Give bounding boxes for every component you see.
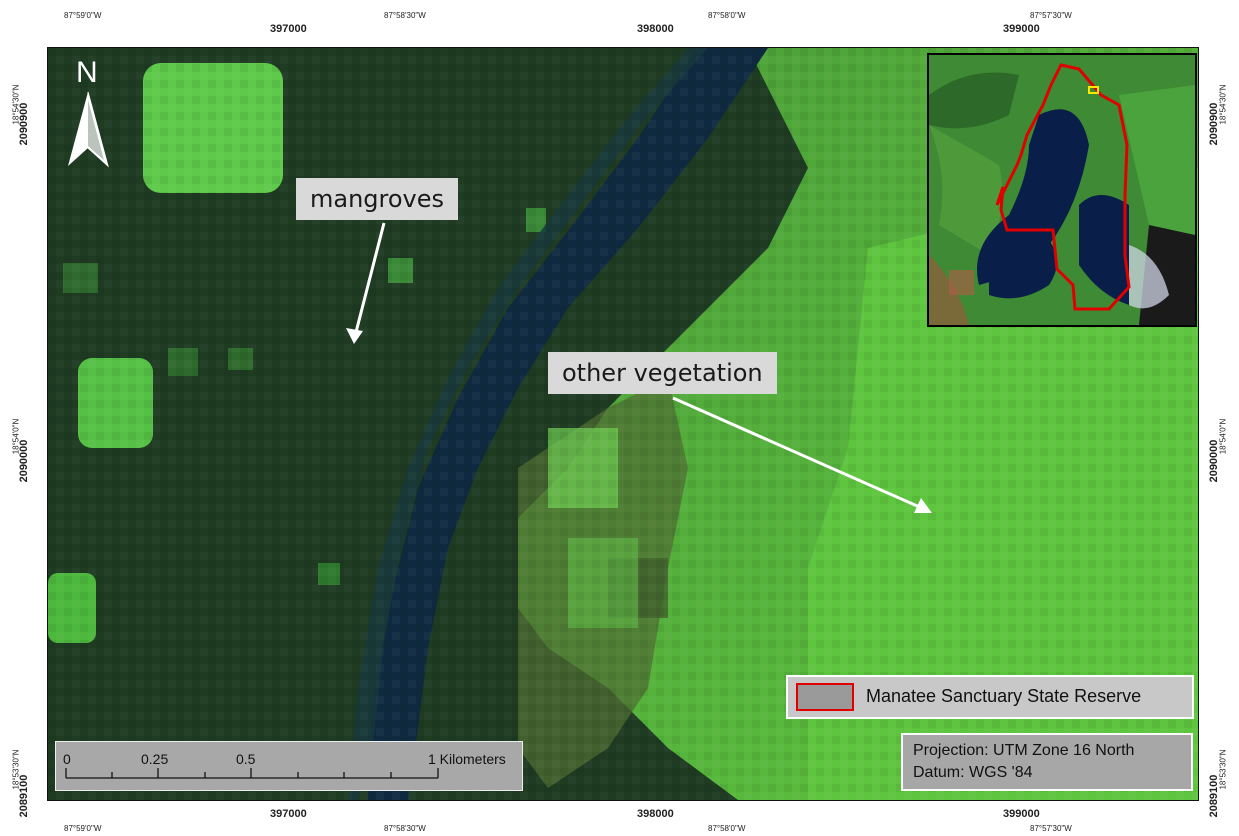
projection-line: Projection: UTM Zone 16 North: [913, 742, 1135, 759]
reserve-legend-swatch: [796, 683, 854, 711]
utm-east-bottom-3: 399000: [1003, 808, 1040, 820]
geo-lon-top-4: 87°57'30"W: [1030, 11, 1072, 20]
geo-lon-bottom-2: 87°58'30"W: [384, 824, 426, 833]
datum-line: Datum: WGS '84: [913, 764, 1033, 781]
utm-north-right-1: 2090900: [1208, 102, 1220, 146]
reserve-legend-label: Manatee Sanctuary State Reserve: [866, 686, 1142, 706]
scale-label-0: 0: [63, 751, 71, 767]
callout-arrows: [346, 222, 932, 513]
scale-label-025: 0.25: [141, 751, 169, 767]
inset-locator-map[interactable]: [927, 53, 1197, 327]
utm-north-right-2: 2090000: [1208, 439, 1220, 483]
utm-north-left-3: 2089100: [18, 774, 30, 818]
utm-north-left-2: 2090000: [18, 439, 30, 483]
north-arrow-label: N: [76, 56, 98, 89]
map-legend: Manatee Sanctuary State Reserve: [786, 675, 1194, 719]
utm-east-bottom-2: 398000: [637, 808, 674, 820]
geo-lon-top-1: 87°59'0"W: [64, 11, 102, 20]
north-arrow-icon: [68, 91, 109, 168]
projection-info: Projection: UTM Zone 16 North Datum: WGS…: [901, 733, 1193, 791]
geo-lon-bottom-3: 87°58'0"W: [708, 824, 746, 833]
utm-east-top-2: 398000: [637, 23, 674, 35]
scale-bar: 0 0.25 0.5 1 Kilometers: [55, 741, 523, 791]
scale-label-05: 0.5: [236, 751, 256, 767]
satellite-image: [48, 48, 1198, 800]
utm-east-top-3: 399000: [1003, 23, 1040, 35]
scale-bar-ticks: [65, 768, 439, 779]
utm-east-top-1: 397000: [270, 23, 307, 35]
north-arrow: N: [60, 56, 116, 168]
geo-lon-bottom-4: 87°57'30"W: [1030, 824, 1072, 833]
inset-image: [929, 55, 1195, 325]
geo-lon-top-3: 87°58'0"W: [708, 11, 746, 20]
other-vegetation-callout: other vegetation: [548, 352, 777, 394]
mangroves-callout: mangroves: [296, 178, 459, 220]
geo-lon-bottom-1: 87°59'0"W: [64, 824, 102, 833]
utm-north-right-3: 2089100: [1208, 774, 1220, 818]
scale-label-1km: 1 Kilometers: [428, 751, 506, 767]
utm-east-bottom-1: 397000: [270, 808, 307, 820]
geo-lon-top-2: 87°58'30"W: [384, 11, 426, 20]
utm-north-left-1: 2090900: [18, 102, 30, 146]
